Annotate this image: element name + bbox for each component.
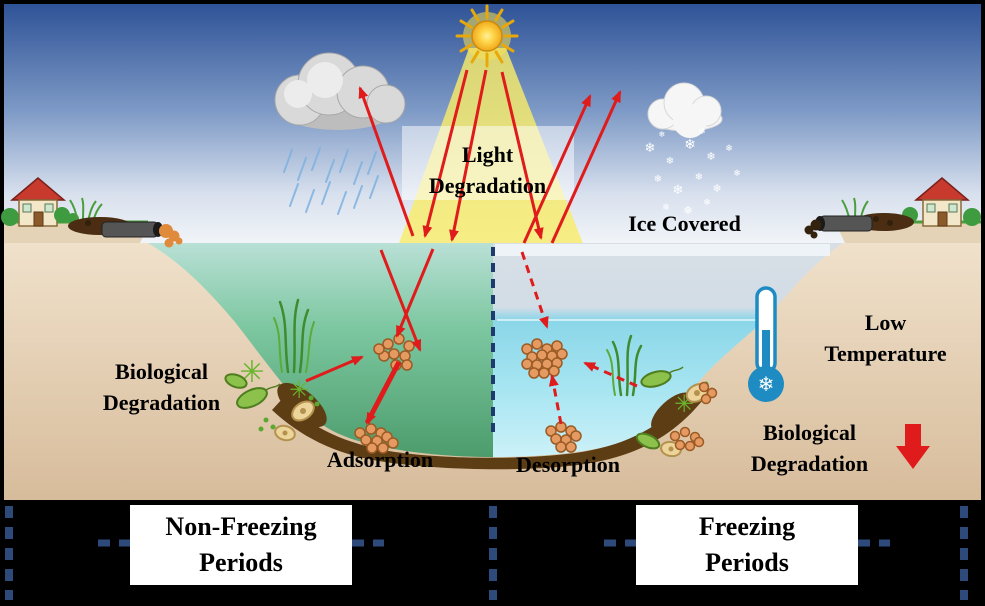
svg-text:❄: ❄ [684, 137, 696, 153]
bio-left-line1: Biological [115, 359, 208, 384]
particle-cluster-sediment-right [545, 421, 582, 453]
light-degradation-line2: Degradation [428, 173, 547, 198]
light-degradation-backdrop [402, 126, 574, 200]
svg-text:❄: ❄ [683, 204, 692, 217]
period-band-dashes [5, 506, 968, 600]
svg-text:❄: ❄ [698, 127, 706, 137]
svg-text:❄: ❄ [645, 141, 656, 156]
light-arrows [358, 69, 622, 244]
snowflakes-icon: ❄ ❄ ❄ ❄ ❄ ❄ ❄ ❄ ❄ ❄ ❄ ❄ ❄ ❄ ❄ [645, 127, 741, 217]
underwater-arrows-left [305, 248, 435, 425]
svg-text:❄: ❄ [662, 203, 670, 213]
outfall-pipe-right-icon [815, 215, 873, 232]
svg-text:❄: ❄ [733, 169, 741, 179]
sun-icon [455, 4, 519, 68]
discharge-right [804, 219, 822, 239]
discharge-left [159, 224, 183, 248]
thermometer-snowflake-icon: ❄ [758, 372, 775, 396]
low-temp-line1: Low [864, 310, 907, 335]
svg-text:❄: ❄ [703, 198, 711, 208]
house-right-icon [913, 177, 971, 227]
outfall-pipe-left-icon [101, 221, 163, 238]
non-freezing-line1: Non-Freezing [165, 512, 317, 541]
aquatic-plants-left-icon [273, 298, 315, 374]
svg-text:❄: ❄ [659, 130, 666, 139]
non-freezing-periods-box: Non-Freezing Periods [130, 505, 352, 585]
svg-text:❄: ❄ [666, 156, 674, 167]
adsorption-label: Adsorption [326, 447, 434, 472]
bacteria-icon [224, 366, 684, 450]
bio-right-line2: Degradation [750, 451, 869, 476]
ice-layer [495, 244, 830, 256]
bio-left-line2: Degradation [102, 390, 221, 415]
ice-covered-label: Ice Covered [628, 211, 741, 236]
house-left-icon [9, 177, 67, 227]
svg-text:✳: ✳ [289, 376, 309, 404]
desorption-arrows-right [520, 251, 638, 425]
biological-decrease-arrow-icon [896, 424, 930, 469]
bio-right-line1: Biological [763, 420, 856, 445]
svg-text:❄: ❄ [673, 183, 684, 198]
low-temperature-label: Low Temperature [793, 307, 978, 369]
particle-cluster-suspended-right [521, 338, 568, 379]
freezing-line1: Freezing [698, 512, 796, 541]
non-freezing-line2: Periods [199, 548, 283, 577]
freezing-periods-box: Freezing Periods [636, 505, 858, 585]
particle-cluster-slope-right [669, 381, 718, 452]
biological-degradation-right-label: Biological Degradation [727, 417, 892, 479]
biological-degradation-left-label: Biological Degradation [64, 356, 259, 418]
adsorption-arrow [364, 360, 402, 425]
thermometer-icon: ❄ [748, 286, 784, 402]
snow-cloud-icon [647, 82, 723, 138]
low-temp-line2: Temperature [824, 341, 947, 366]
light-degradation-label: Light Degradation [395, 139, 580, 201]
svg-text:❄: ❄ [712, 182, 721, 195]
svg-text:❄: ❄ [695, 172, 703, 183]
desorption-label: Desorption [516, 452, 620, 477]
svg-text:❄: ❄ [706, 150, 715, 163]
svg-text:❄: ❄ [725, 144, 733, 154]
freezing-line2: Periods [705, 548, 789, 577]
aquatic-plants-right-icon [606, 334, 643, 397]
rain-cloud-icon [274, 52, 406, 130]
light-degradation-line1: Light [461, 142, 514, 167]
svg-text:❄: ❄ [654, 174, 662, 185]
particle-cluster-sediment-left [354, 423, 399, 454]
rain-icon [283, 147, 379, 215]
